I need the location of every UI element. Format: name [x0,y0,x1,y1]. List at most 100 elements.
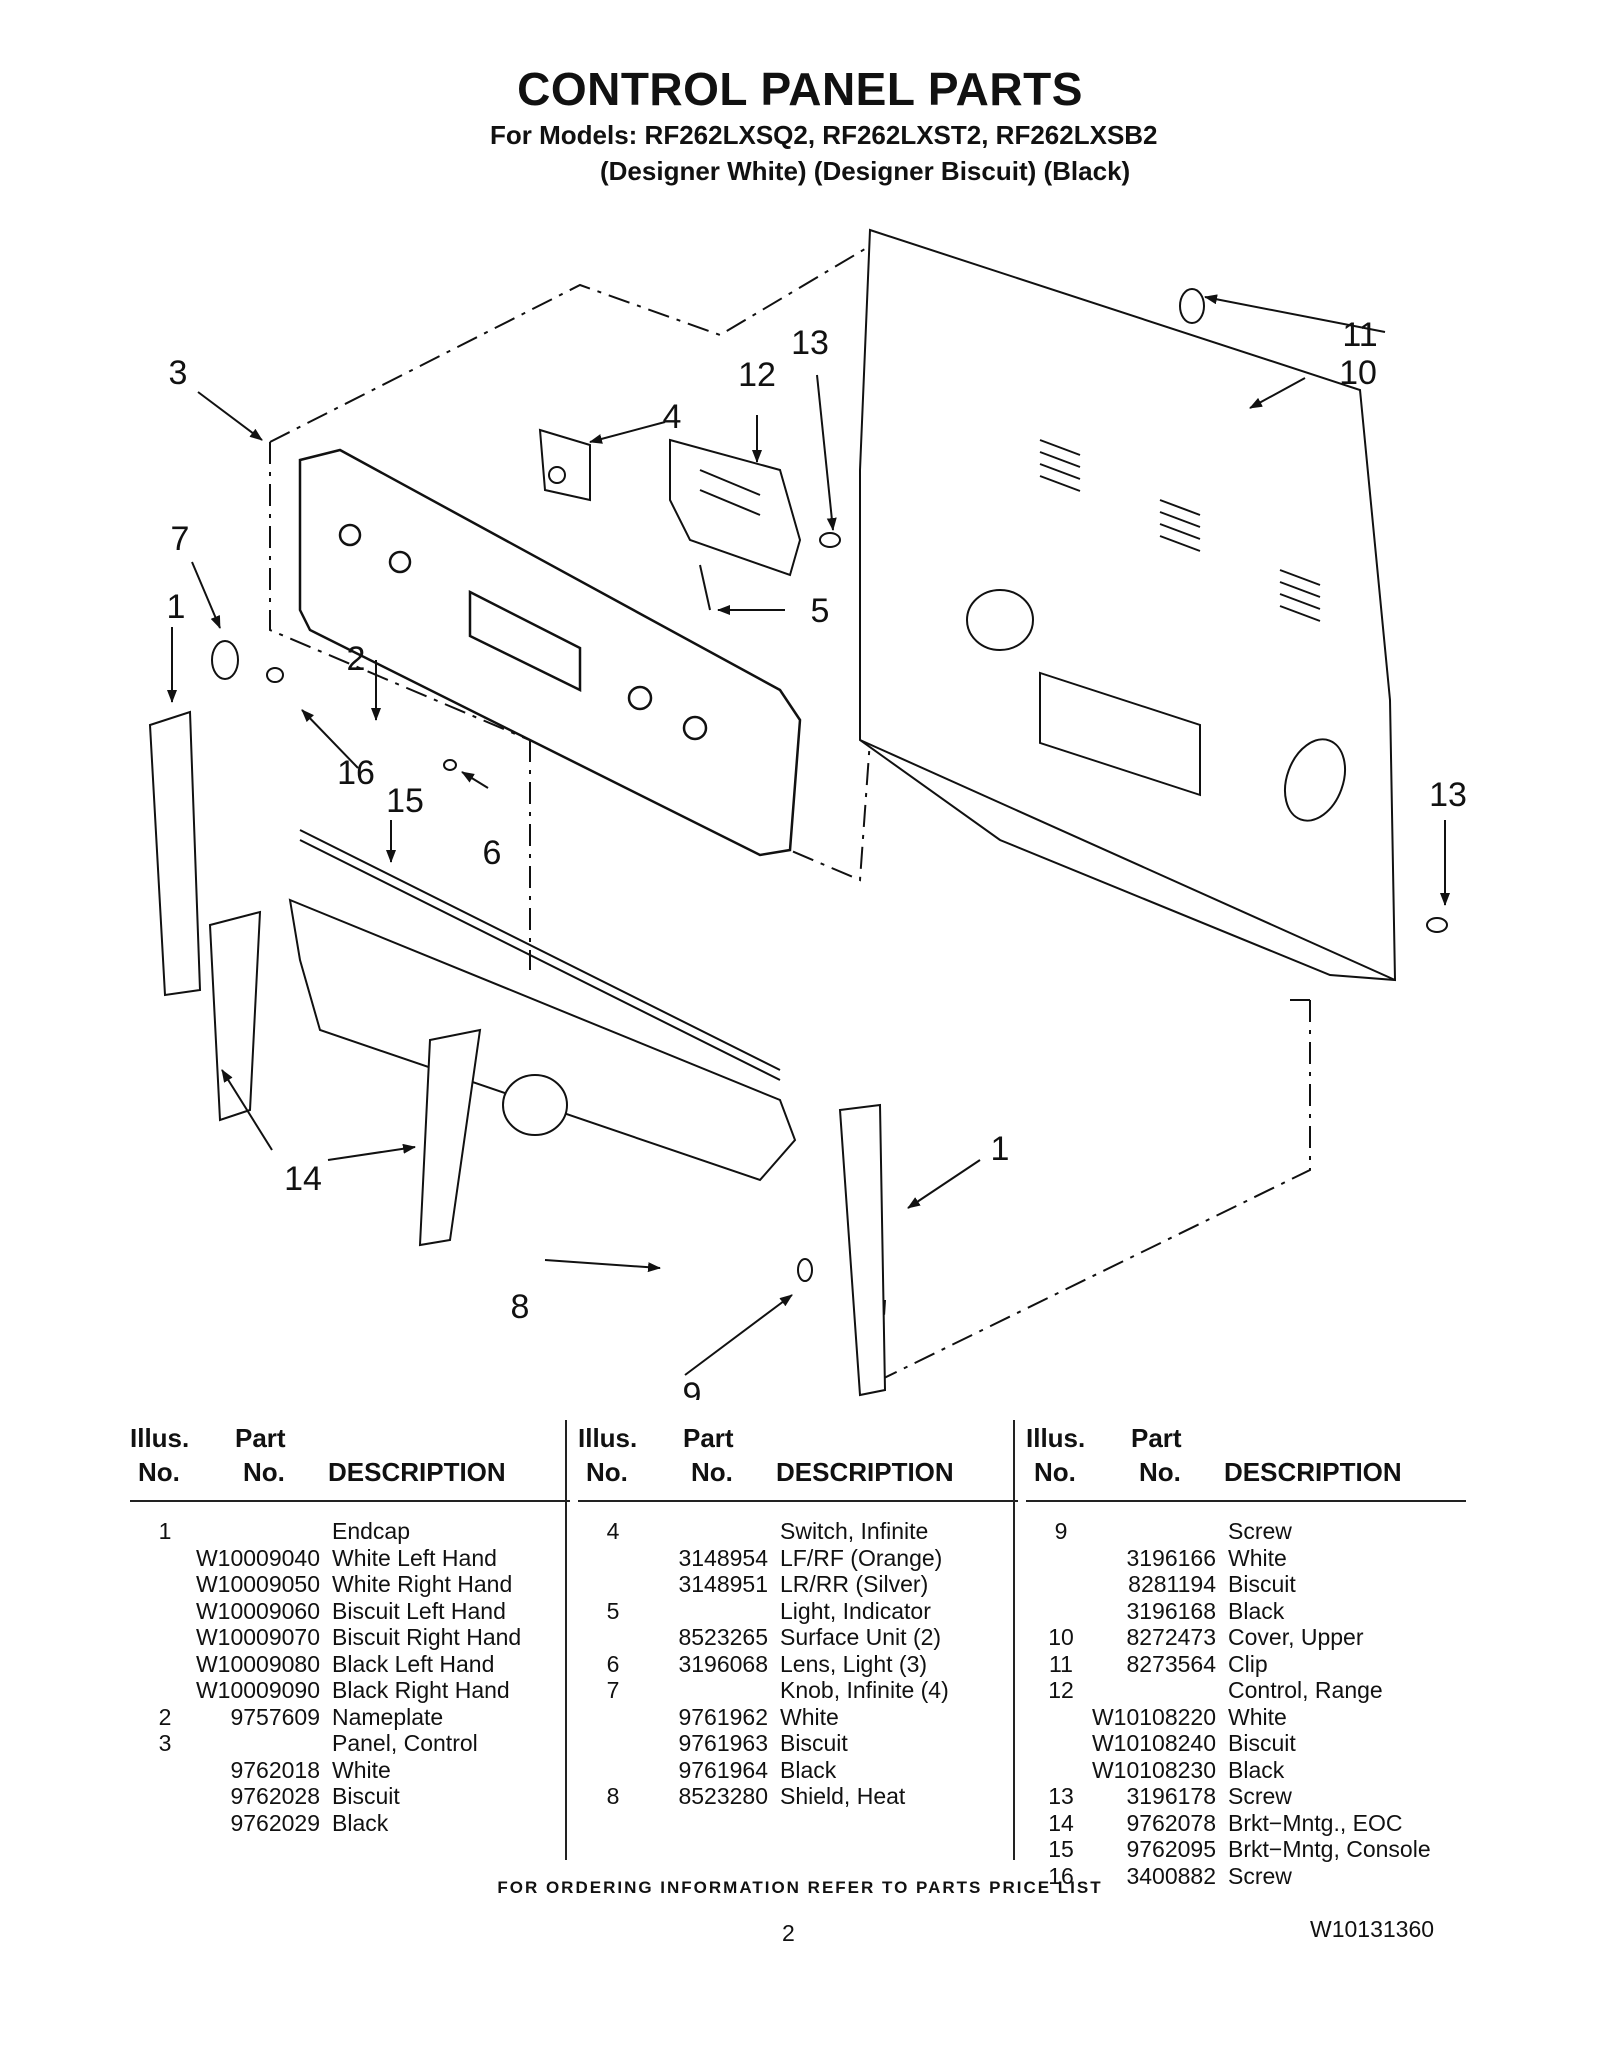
part-number: W10108230 [1091,1756,1216,1783]
header-description: DESCRIPTION [1224,1457,1402,1487]
page-number: 2 [782,1920,795,1946]
callout-1b: 1 [991,1130,1010,1168]
switch-part [538,428,591,502]
illus-number: 4 [606,1518,620,1544]
part-description: Lens, Light (3) [780,1650,928,1677]
callout-15: 15 [386,782,424,820]
part-number: 8523265 [678,1624,768,1650]
header-part-no: No. [243,1457,285,1487]
header-part: Part [1131,1423,1182,1453]
illus-number: 14 [1048,1809,1074,1836]
part-number: 8523280 [678,1783,768,1809]
control-board-part [669,438,802,577]
part-description: LR/RR (Silver) [780,1571,929,1597]
part-number: W10009040 [195,1544,320,1571]
part-description: Black [1228,1756,1285,1783]
part-description: Shield, Heat [780,1783,906,1809]
header-illus-no: No. [138,1457,180,1487]
table-row: 9 Screw [1026,1518,1466,1545]
document-number: W10131360 [1310,1916,1435,1942]
part-description: Screw [1228,1862,1292,1889]
part-description: Black Left Hand [332,1650,495,1677]
part-number: W10009090 [195,1677,320,1703]
part-description: Biscuit [1228,1730,1296,1756]
column-header: Illus. No. Part No. DESCRIPTION [578,1420,1018,1502]
part-description: White Right Hand [332,1571,513,1597]
callout-4: 4 [663,398,682,436]
header-part-no: No. [691,1457,733,1487]
part-description: Biscuit [332,1783,400,1809]
illus-number: 9 [1054,1518,1068,1544]
part-number: W10009080 [195,1650,320,1677]
callout-arrows [167,294,1450,1376]
part-number: 3196068 [678,1650,768,1677]
part-description: Brkt−Mntg, Console [1228,1836,1431,1862]
part-number: 9762029 [230,1809,320,1836]
callout-7: 7 [171,520,190,558]
table-row: W10009040 White Left Hand [130,1545,570,1572]
part-description: White [1228,1544,1287,1571]
part-number: 9762078 [1126,1809,1216,1836]
table-row: 9762018 White [130,1757,570,1784]
header-illus: Illus. [130,1423,190,1453]
page-title: CONTROL PANEL PARTS [517,63,1083,115]
part-number: W10108220 [1091,1703,1216,1730]
part-number: 9761964 [678,1756,768,1783]
illus-number: 16 [1048,1862,1074,1889]
colors-line: (Designer White) (Designer Biscuit) (Bla… [600,156,1131,186]
cover-vent-slots [1039,439,1321,622]
part-description: Clip [1228,1650,1268,1677]
part-description: White [332,1756,391,1783]
part-description: Surface Unit (2) [780,1624,942,1650]
table-row: 8 8523280 Shield, Heat [578,1783,1018,1810]
illus-number: 7 [606,1677,620,1703]
part-description: LF/RF (Orange) [780,1544,943,1571]
illus-number: 8 [606,1783,620,1809]
part-description: Screw [1228,1518,1292,1544]
part-number: 8281194 [1128,1571,1216,1597]
header-illus: Illus. [1026,1423,1086,1453]
part-number: 3148951 [678,1571,768,1597]
table-row: W10009090 Black Right Hand [130,1677,570,1704]
header-illus: Illus. [578,1423,638,1453]
exploded-parts-diagram: 1 1 2 3 4 5 6 7 8 9 10 11 12 13 13 14 15… [148,228,1467,1400]
part-description: White [780,1703,839,1730]
callout-3: 3 [169,354,188,392]
part-number: 3196166 [1126,1544,1216,1571]
header-illus-no: No. [586,1457,628,1487]
table-row: 3196166 White [1026,1545,1466,1572]
column-divider [565,1420,567,1860]
callout-6: 6 [483,834,502,872]
part-number: 9762018 [230,1756,320,1783]
header-description: DESCRIPTION [776,1457,954,1487]
callout-9: 9 [683,1376,702,1400]
part-description: Biscuit [780,1730,848,1756]
callout-14: 14 [284,1160,322,1198]
illus-number: 11 [1049,1650,1073,1677]
part-number: 9761963 [678,1730,768,1756]
column-header: Illus. No. Part No. DESCRIPTION [1026,1420,1466,1502]
part-description: Black Right Hand [332,1677,510,1703]
table-row: 8523265 Surface Unit (2) [578,1624,1018,1651]
illus-number: 2 [158,1703,172,1730]
callout-16: 16 [337,754,375,792]
callout-10: 10 [1339,354,1377,392]
part-description: White Left Hand [332,1544,497,1571]
part-description: Biscuit [1228,1571,1296,1597]
illus-number: 3 [158,1730,172,1756]
illus-number: 15 [1048,1836,1074,1862]
